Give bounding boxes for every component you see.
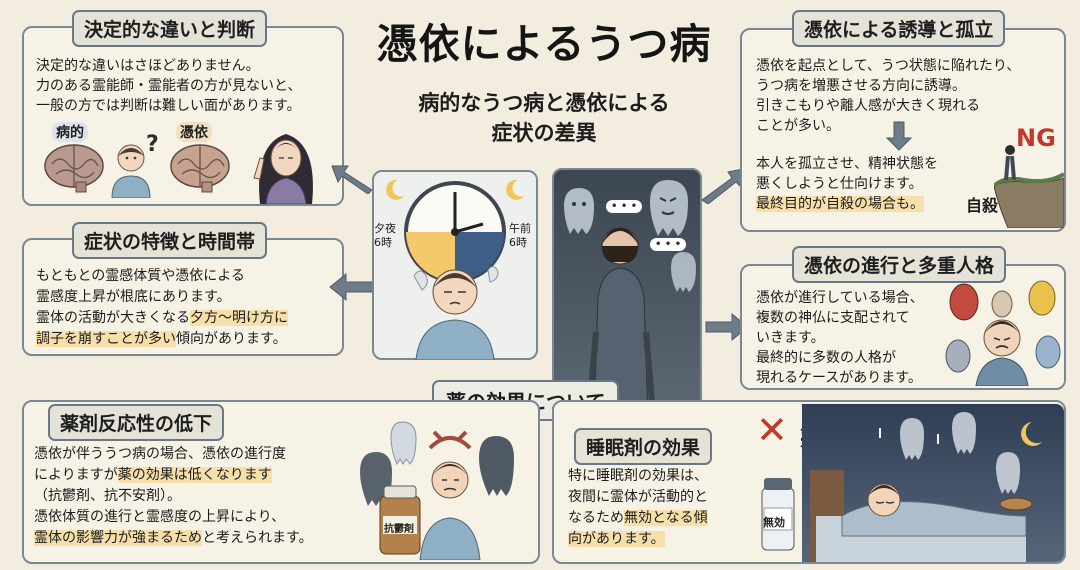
symptoms-line-4-plain: 傾向があります。: [176, 331, 287, 347]
sleep-line-3-plain: なるため: [568, 510, 624, 526]
label-possession: 憑依: [176, 122, 212, 142]
speech-dots-1: • • •: [606, 200, 643, 213]
symptoms-line-2: 霊感度上昇が根底にあります。: [36, 289, 231, 305]
drug-line-1: 憑依が伴ううつ病の場合、憑依の進行度: [34, 446, 286, 462]
ghost-icon: [564, 188, 594, 234]
ghosts-around-man-icon: [360, 421, 514, 560]
sleep-line-2: 夜間に霊体が活動的と: [568, 489, 708, 505]
decisive-line-3: 一般の方では判断は難しい面があります。: [36, 98, 301, 114]
clock-label-evening: 夕夜 6時: [374, 222, 396, 250]
clock-icon: [404, 181, 506, 283]
sleep-line-4: 向があります。: [568, 529, 665, 549]
heading-decisive: 決定的な違いと判断: [72, 10, 268, 47]
drug-line-4: 憑依体質の進行と霊感度の上昇により、: [34, 509, 286, 525]
progress-line-1: 憑依が進行している場合、: [756, 290, 924, 306]
ng-label: NG: [1016, 124, 1056, 152]
symptoms-line-1: もともとの霊感体質や憑依による: [36, 268, 245, 284]
troubled-man-icon: [413, 266, 499, 360]
thinking-man-icon: [111, 144, 151, 198]
symptoms-line-3: 霊体の活動が大きくなる夕方〜明け方に: [36, 308, 288, 328]
subtitle-line-2: 症状の差異: [491, 121, 597, 145]
drug-line-2-highlight: 薬の効果は低くなります: [117, 467, 272, 483]
brain-icon: [44, 144, 104, 193]
sleeping-man-icon: [810, 412, 1042, 562]
heading-drug: 薬剤反応性の低下: [48, 404, 225, 441]
cross-icon: ✕: [756, 408, 788, 452]
down-arrow-icon: [886, 121, 912, 151]
heading-progress: 憑依の進行と多重人格: [792, 246, 1007, 283]
clock-label-morning-1: 午前: [509, 222, 531, 235]
cliff-icon: [994, 145, 1064, 228]
progress-line-2: 複数の神仏に支配されて: [756, 310, 910, 326]
drug-line-5-plain: と考えられます。: [202, 530, 313, 546]
progress-line-5: 現れるケースがあります。: [756, 370, 922, 386]
induction-line-1: 憑依を起点として、うつ状態に陥れたり、: [756, 58, 1021, 74]
subtitle: 病的なうつ病と憑依による 症状の差異: [362, 88, 726, 148]
decisive-line-1: 決定的な違いはさほどありません。: [36, 58, 260, 74]
bottle-label-invalid: 無効: [763, 516, 785, 529]
heading-induction: 憑依による誘導と孤立: [792, 10, 1006, 47]
symptoms-line-3-plain: 霊体の活動が大きくなる: [36, 310, 190, 326]
arrow-left-lower: [329, 272, 375, 302]
drug-line-2-plain: によりますが: [34, 467, 118, 483]
question-mark: ?: [146, 132, 159, 157]
moon-icon-right: [506, 179, 524, 200]
speech-dots-2: • • •: [650, 238, 687, 251]
heading-symptoms: 症状の特徴と時間帯: [72, 222, 268, 259]
ghost-icon-2: [650, 180, 688, 236]
clock-label-evening-2: 6時: [374, 236, 392, 249]
ghost-icon-3: [671, 252, 696, 292]
symptoms-line-4: 調子を崩すことが多い傾向があります。: [36, 329, 287, 349]
drug-line-5: 霊体の影響力が強まるためと考えられます。: [34, 528, 313, 548]
symptoms-line-3-highlight: 夕方〜明け方に: [190, 310, 288, 326]
drug-line-5-highlight: 霊体の影響力が強まるため: [34, 530, 202, 546]
heading-sleep: 睡眠剤の効果: [574, 428, 713, 465]
sleep-line-3: なるため無効となる傾: [568, 508, 708, 528]
clock-label-morning: 午前 6時: [509, 222, 531, 250]
symptoms-line-4-highlight: 調子を崩すことが多い: [36, 331, 176, 347]
induction-line-4: ことが多い。: [756, 118, 840, 134]
brain-possessed-icon: [170, 144, 230, 193]
decisive-line-2: 力のある霊能師・霊能者の方が見ないと、: [36, 78, 302, 94]
induction-line-2: うつ病を増悪させる方向に誘導。: [756, 78, 966, 94]
masks-icon: [945, 280, 1061, 386]
medium-woman-icon: [253, 134, 313, 204]
moon-icon: [386, 179, 404, 200]
induction-final: 最終目的が自殺の場合も。: [756, 194, 924, 214]
drug-line-3: （抗鬱剤、抗不安剤）。: [34, 488, 181, 504]
drug-line-2: によりますが薬の効果は低くなります: [34, 465, 272, 485]
bottle-label-antidepressant: 抗鬱剤: [384, 524, 414, 535]
label-pathological: 病的: [52, 122, 88, 142]
progress-line-3: いきます。: [756, 330, 825, 346]
sleep-line-3-highlight: 無効となる傾: [624, 510, 708, 526]
sleep-line-1: 特に睡眠剤の効果は、: [568, 468, 708, 484]
induction-line-3: 引きこもりや離人感が大きく現れる: [756, 98, 980, 114]
arrow-left-upper: [331, 165, 373, 194]
clock-label-morning-2: 6時: [509, 236, 527, 249]
sleep-line-4-highlight: 向があります。: [568, 531, 665, 547]
induction-final-highlight: 最終目的が自殺の場合も。: [756, 196, 924, 212]
progress-line-4: 最終的に多数の人格が: [756, 350, 896, 366]
induction-line-5: 本人を孤立させ、精神状態を: [756, 156, 938, 172]
sleeping-pill-bottle-icon: [761, 478, 795, 551]
subtitle-line-1: 病的なうつ病と憑依による: [418, 91, 670, 115]
clock-label-evening-1: 夕夜: [374, 222, 396, 235]
induction-line-6: 悪くしようと仕向けます。: [756, 176, 923, 192]
suicide-label: 自殺: [966, 196, 999, 215]
main-title: 憑依によるうつ病: [376, 20, 712, 68]
